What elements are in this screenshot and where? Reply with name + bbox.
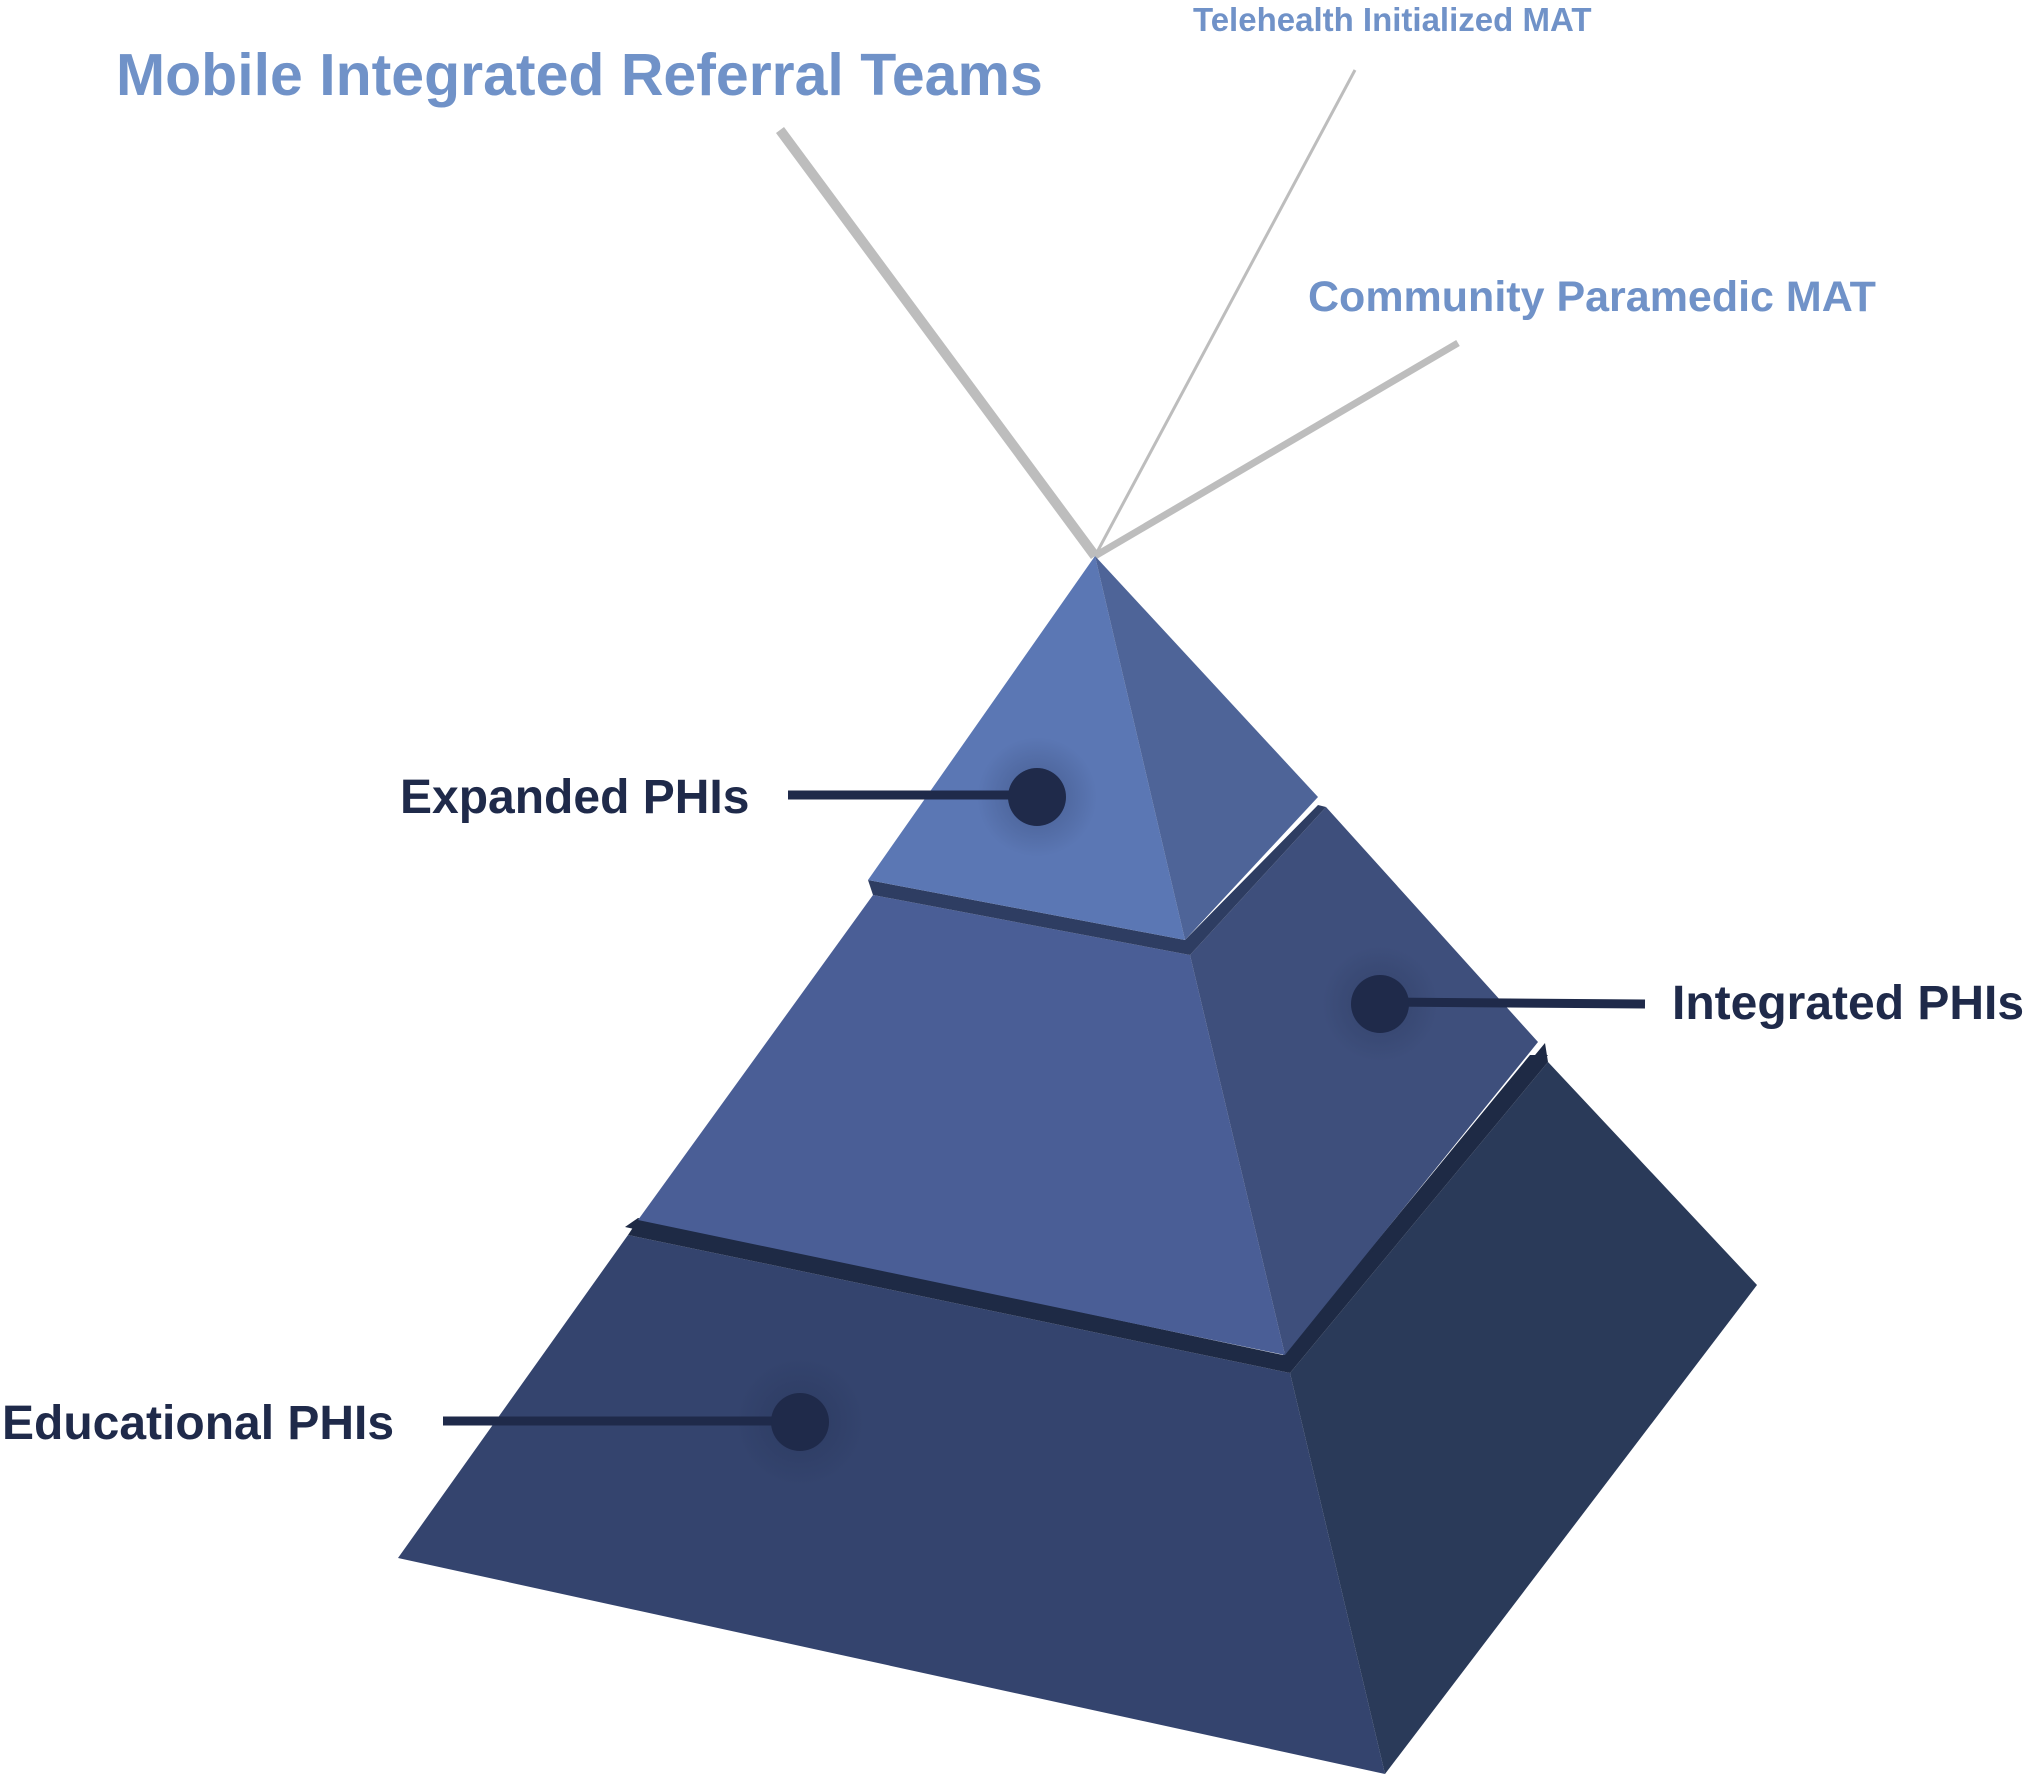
label-expanded-phis: Expanded PHIs (400, 771, 749, 824)
callout-educational (443, 1357, 865, 1487)
label-integrated-phis: Integrated PHIs (1672, 977, 2024, 1030)
top-tier-side (1095, 556, 1318, 940)
middle-tier-ledge (868, 805, 1326, 955)
integrated-connector (1379, 997, 1646, 1009)
middle-tier-front (638, 895, 1285, 1355)
label-educational-phis: Educational PHIs (2, 1397, 394, 1450)
educational-dot (771, 1393, 829, 1451)
pointer-line-mobile-teams (775, 127, 1100, 559)
callout-expanded (788, 737, 1097, 857)
label-telehealth-initialized-mat: Telehealth Initialized MAT (1193, 1, 1591, 38)
bottom-tier (398, 1043, 1757, 1774)
pointer-line-telehealth (1093, 69, 1357, 557)
middle-tier-side (1190, 807, 1538, 1355)
middle-tier (638, 805, 1538, 1355)
bottom-tier-side (1290, 1062, 1757, 1774)
label-mobile-integrated-referral-teams: Mobile Integrated Referral Teams (116, 42, 1043, 108)
integrated-dot (1351, 975, 1409, 1033)
bottom-tier-front (398, 1235, 1385, 1774)
expanded-dot (1008, 768, 1066, 826)
pointer-line-community-paramedic (1093, 339, 1460, 560)
label-community-paramedic-mat: Community Paramedic MAT (1308, 273, 1876, 321)
callout-integrated (1322, 946, 1646, 1062)
